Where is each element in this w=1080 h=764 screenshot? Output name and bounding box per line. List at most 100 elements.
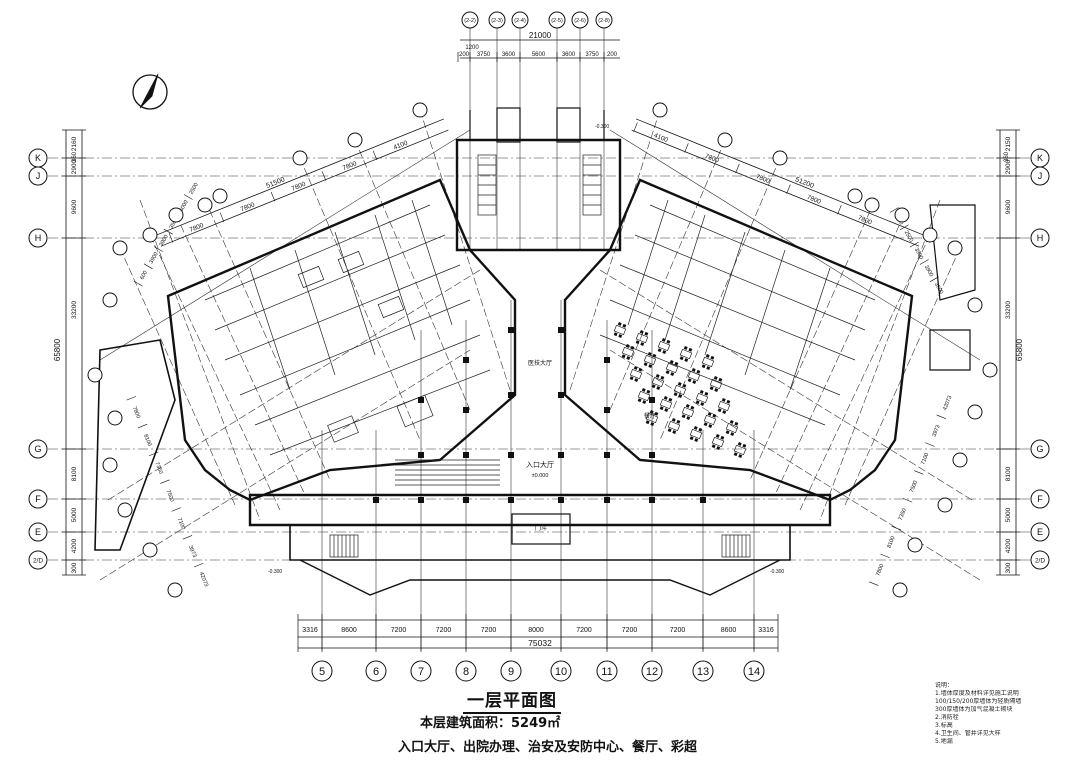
bottom-axis-bubble-label: 14 [748, 666, 760, 678]
dining-table [643, 352, 657, 368]
column [604, 357, 610, 363]
dining-table [667, 418, 681, 434]
row-axis-bubble-right-label: 2/D [1035, 557, 1045, 564]
row-axis-bubble-right-label: J [1038, 171, 1043, 181]
dining-table [717, 398, 731, 414]
column [604, 452, 610, 458]
wing-axis-bubble [717, 132, 733, 148]
bottom-axis-bubble-label: 11 [601, 666, 612, 678]
right-dim: 8100 [1005, 466, 1012, 481]
right-wing-small-dim: 3600 [933, 282, 944, 296]
drawing-legend: 说明： 1.墙体厚度及材料详见施工说明 100/150/200厚墙体为轻质隔墙 … [935, 682, 1045, 746]
column [649, 397, 655, 403]
bottom-axis-bubble-label: 6 [373, 666, 379, 678]
left-wing-side-dim: 7350 [153, 461, 163, 475]
bottom-axis-bubble-label: 10 [555, 666, 567, 678]
dining-table [703, 412, 717, 428]
legend-line: 3.标高 [935, 722, 953, 729]
left-dim: 2900 [71, 159, 78, 174]
left-wing-small-dim: 600 [139, 270, 149, 281]
wing-axis-bubble [142, 227, 158, 243]
dining-table [725, 420, 739, 436]
bottom-axis-bubble-label: 5 [319, 666, 325, 678]
top-axis-bubble-label: (2-6) [574, 18, 586, 24]
room-label-gate: 门斗 [535, 524, 547, 532]
row-axis-bubble-left: J [28, 166, 48, 186]
top-dim: 3750 [585, 52, 599, 58]
column-grid-lines [321, 26, 755, 650]
right-wing-dim: 4100 [653, 132, 669, 144]
row-axis-bubble-left-label: 2/D [33, 557, 43, 564]
dining-table [635, 330, 649, 346]
right-dim: 5000 [1005, 507, 1012, 522]
right-wing-dim: 7800 [806, 194, 822, 206]
left-dim: 2160 [71, 136, 78, 151]
left-dim: 300 [71, 562, 78, 573]
bottom-axis-bubble-label: 7 [418, 666, 424, 678]
top-axis-bubble: (2-6) [571, 11, 589, 29]
dining-table [673, 382, 687, 398]
dining-table [711, 434, 725, 450]
bottom-dim: 7200 [670, 627, 686, 634]
bottom-axis-bubble: 8 [455, 660, 477, 682]
left-dim: 4200 [71, 538, 78, 553]
bottom-total-dim: 75032 [528, 638, 552, 648]
dining-table [629, 366, 643, 382]
left-wing-dim: 7800 [291, 181, 307, 193]
legend-line: 4.卫生间、管井详见大样 [935, 730, 1001, 737]
right-wing-small-dim: 3900 [913, 247, 924, 261]
legend-line: 100/150/200厚墙体为轻质隔墙 [935, 698, 1022, 705]
bottom-axis-bubble-label: 9 [508, 666, 514, 678]
wing-axis-bubble [772, 150, 788, 166]
bottom-axis-bubble: 6 [365, 660, 387, 682]
wing-axis-bubble [892, 582, 908, 598]
bottom-axis-bubble: 7 [410, 660, 432, 682]
left-wing-side-dim: 7100 [176, 517, 186, 531]
column [418, 497, 424, 503]
right-wing-side-dim: 7800 [875, 563, 885, 577]
room-label-dining: 餐厅 [644, 412, 656, 420]
column [558, 497, 564, 503]
right-wing-side-dim: 7500 [909, 480, 919, 494]
dining-table [651, 374, 665, 390]
legend-line: 2.消防栓 [935, 714, 959, 721]
wing-axis-bubble [922, 227, 938, 243]
bottom-axis-bubble: 12 [641, 660, 663, 682]
row-grid-lines [48, 157, 1030, 561]
bottom-axis-bubble: 14 [743, 660, 765, 682]
wing-axis-bubble [864, 197, 880, 213]
bottom-axis-bubble-label: 8 [463, 666, 469, 678]
bottom-axis-bubble: 13 [692, 660, 714, 682]
left-dim: 5000 [71, 507, 78, 522]
wing-axis-bubble [907, 537, 923, 553]
column [508, 327, 514, 333]
column [463, 452, 469, 458]
wing-axis-bubble [167, 582, 183, 598]
bottom-dim: 8600 [341, 627, 357, 634]
left-wing-small-dim: 2500 [188, 182, 199, 196]
structural-columns [373, 327, 706, 503]
right-dim: 2900 [1005, 159, 1012, 174]
dining-table [687, 368, 701, 384]
row-axis-bubble-right: J [1030, 166, 1050, 186]
legend-line: 300厚墙体为加气混凝土砌块 [935, 706, 1013, 713]
right-wing-grid [569, 109, 981, 581]
column [700, 497, 706, 503]
bottom-axis-bubble: 5 [311, 660, 333, 682]
row-axis-bubble-right: F [1030, 489, 1050, 509]
wing-axis-bubble [652, 102, 668, 118]
right-total-dim: 65800 [1015, 338, 1024, 361]
row-axis-bubble-left: G [28, 439, 48, 459]
wing-axis-bubble [947, 240, 963, 256]
wing-axis-bubble [212, 188, 228, 204]
left-total-dim: 65800 [53, 338, 62, 361]
top-total-dim: 21000 [529, 31, 552, 40]
bottom-dim: 3316 [758, 627, 774, 634]
column [508, 497, 514, 503]
left-wing-small-dim: 3900 [148, 251, 159, 265]
